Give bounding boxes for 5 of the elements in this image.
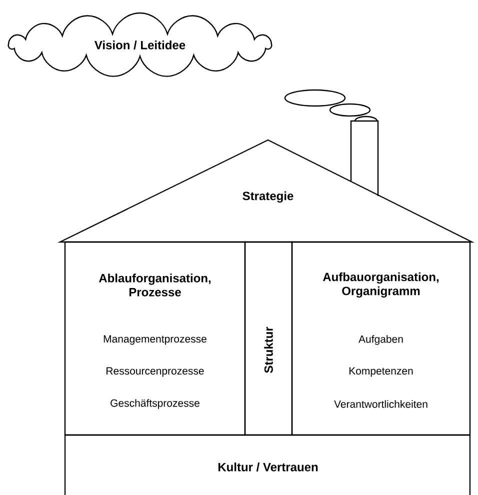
- pillar: Struktur: [244, 241, 293, 436]
- house-section: Aufbauorganisation, Organigramm Aufgaben Kompetenzen Verantwortlichkeiten: [291, 241, 471, 436]
- foundation: Kultur / Vertrauen: [64, 434, 471, 495]
- house-section: Ablauforganisation, Prozesse Managementprozesse Ressourcenprozesse Geschäftsprozesse: [64, 241, 246, 436]
- cloud: Vision / Leitidee: [8, 12, 272, 77]
